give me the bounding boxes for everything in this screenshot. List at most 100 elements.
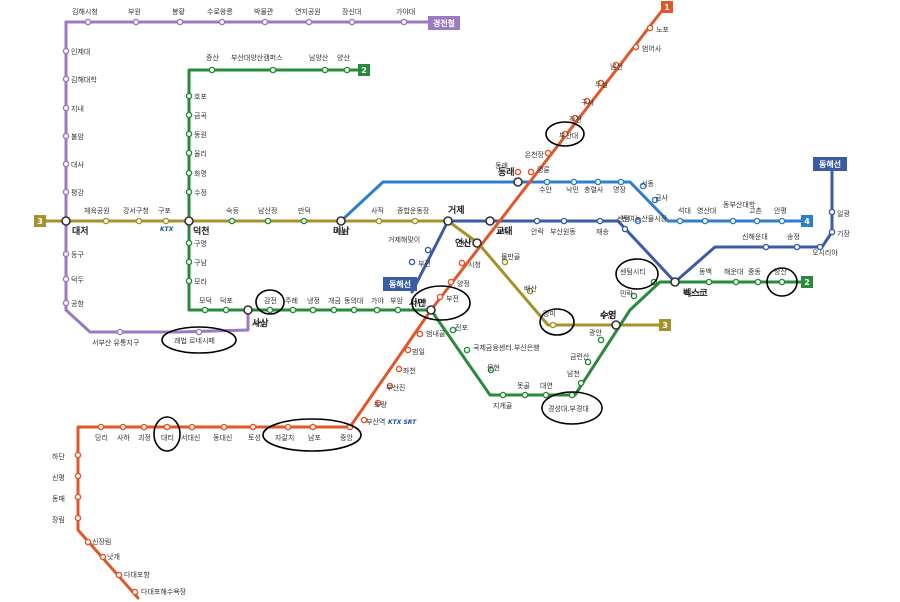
station-dot[interactable] xyxy=(543,178,551,186)
station-dot[interactable] xyxy=(132,18,140,26)
station-dot[interactable] xyxy=(222,306,230,314)
station-dot[interactable] xyxy=(62,132,70,140)
station-dot[interactable] xyxy=(74,493,82,501)
station-dot[interactable] xyxy=(828,228,836,236)
station-dot[interactable] xyxy=(549,321,557,329)
station-dot[interactable] xyxy=(102,217,110,225)
transfer-station[interactable] xyxy=(485,216,495,226)
station-dot[interactable] xyxy=(373,306,381,314)
station-dot[interactable] xyxy=(521,391,529,399)
station-dot[interactable] xyxy=(185,92,193,100)
station-dot[interactable] xyxy=(300,217,308,225)
station-dot[interactable] xyxy=(321,66,329,74)
station-dot[interactable] xyxy=(261,18,269,26)
station-dot[interactable] xyxy=(651,196,659,204)
station-dot[interactable] xyxy=(249,423,257,431)
station-dot[interactable] xyxy=(220,423,228,431)
station-dot[interactable] xyxy=(705,278,713,286)
station-dot[interactable] xyxy=(119,423,127,431)
station-dot[interactable] xyxy=(185,188,193,196)
station-dot[interactable] xyxy=(514,168,522,176)
station-dot[interactable] xyxy=(568,391,576,399)
station-dot[interactable] xyxy=(639,182,647,190)
station-dot[interactable] xyxy=(447,278,455,286)
station-dot[interactable] xyxy=(228,217,236,225)
station-dot[interactable] xyxy=(632,43,640,51)
station-dot[interactable] xyxy=(395,365,403,373)
station-dot[interactable] xyxy=(305,18,313,26)
station-dot[interactable] xyxy=(131,588,139,596)
station-dot[interactable] xyxy=(816,243,824,251)
station-dot[interactable] xyxy=(185,130,193,138)
station-dot[interactable] xyxy=(185,111,193,119)
station-dot[interactable] xyxy=(74,472,82,480)
station-dot[interactable] xyxy=(584,358,592,366)
station-dot[interactable] xyxy=(185,277,193,285)
station-dot[interactable] xyxy=(360,416,368,424)
transfer-station[interactable] xyxy=(426,305,436,315)
station-dot[interactable] xyxy=(62,275,70,283)
transfer-station[interactable] xyxy=(336,216,346,226)
station-dot[interactable] xyxy=(394,306,402,314)
station-dot[interactable] xyxy=(309,306,317,314)
transfer-station[interactable] xyxy=(443,216,453,226)
station-dot[interactable] xyxy=(594,178,602,186)
station-dot[interactable] xyxy=(753,217,761,225)
station-dot[interactable] xyxy=(561,130,569,138)
station-dot[interactable] xyxy=(62,75,70,83)
station-dot[interactable] xyxy=(778,278,786,286)
station-dot[interactable] xyxy=(577,379,585,387)
station-dot[interactable] xyxy=(84,18,92,26)
station-dot[interactable] xyxy=(621,225,629,233)
station-dot[interactable] xyxy=(499,391,507,399)
station-dot[interactable] xyxy=(348,18,356,26)
station-dot[interactable] xyxy=(74,514,82,522)
station-dot[interactable] xyxy=(828,208,836,216)
station-dot[interactable] xyxy=(778,217,786,225)
station-dot[interactable] xyxy=(374,399,382,407)
station-dot[interactable] xyxy=(162,217,170,225)
station-dot[interactable] xyxy=(436,293,444,301)
station-dot[interactable] xyxy=(62,47,70,55)
station-dot[interactable] xyxy=(185,258,193,266)
station-dot[interactable] xyxy=(135,217,143,225)
station-dot[interactable] xyxy=(62,160,70,168)
station-dot[interactable] xyxy=(289,306,297,314)
station-dot[interactable] xyxy=(612,61,620,69)
station-dot[interactable] xyxy=(676,217,684,225)
station-dot[interactable] xyxy=(140,423,148,431)
station-dot[interactable] xyxy=(400,18,408,26)
transfer-station[interactable] xyxy=(184,216,194,226)
station-dot[interactable] xyxy=(732,278,740,286)
station-dot[interactable] xyxy=(463,346,471,354)
station-dot[interactable] xyxy=(597,336,605,344)
station-dot[interactable] xyxy=(449,326,457,334)
station-dot[interactable] xyxy=(762,243,770,251)
station-dot[interactable] xyxy=(729,217,737,225)
station-dot[interactable] xyxy=(99,553,107,561)
station-dot[interactable] xyxy=(62,188,70,196)
station-dot[interactable] xyxy=(176,18,184,26)
station-dot[interactable] xyxy=(544,149,552,157)
station-dot[interactable] xyxy=(571,114,579,122)
station-dot[interactable] xyxy=(583,97,591,105)
station-dot[interactable] xyxy=(533,217,541,225)
station-dot[interactable] xyxy=(630,292,638,300)
station-dot[interactable] xyxy=(264,217,272,225)
transfer-station[interactable] xyxy=(670,277,680,287)
station-dot[interactable] xyxy=(97,423,105,431)
station-dot[interactable] xyxy=(424,246,432,254)
station-dot[interactable] xyxy=(284,423,292,431)
station-dot[interactable] xyxy=(218,18,226,26)
transfer-station[interactable] xyxy=(611,320,621,330)
station-dot[interactable] xyxy=(542,391,550,399)
station-dot[interactable] xyxy=(115,571,123,579)
station-dot[interactable] xyxy=(560,217,568,225)
transfer-station[interactable] xyxy=(472,238,482,248)
station-dot[interactable] xyxy=(404,346,412,354)
station-dot[interactable] xyxy=(62,299,70,307)
station-dot[interactable] xyxy=(754,278,762,286)
station-dot[interactable] xyxy=(646,24,654,32)
station-dot[interactable] xyxy=(163,423,171,431)
station-dot[interactable] xyxy=(195,328,203,336)
